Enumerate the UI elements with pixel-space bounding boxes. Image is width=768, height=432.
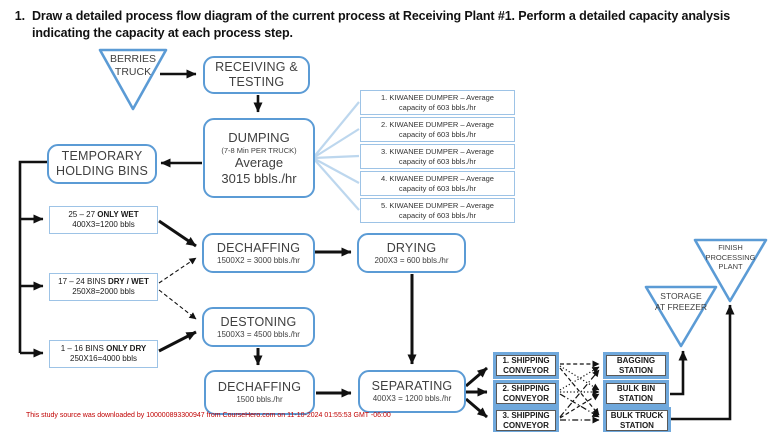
bins-1-16-box: 1 – 16 BINS ONLY DRY 250X16=4000 bbls [49,340,158,368]
optional-bin-routes [158,257,197,320]
berries-truck-label: BERRIES TRUCK [109,53,157,78]
finish-plant-triangle [693,238,768,303]
receiving-testing-box: RECEIVING & TESTING [203,56,310,94]
bulk-bin-station: BULK BIN STATION [606,383,666,404]
question-title: 1. Draw a detailed process flow diagram … [12,8,760,42]
kiwanee-dumper-2: 2. KIWANEE DUMPER – Average capacity of … [360,117,515,142]
bagging-station: BAGGING STATION [606,355,666,376]
storage-freezer-triangle [644,285,718,348]
kiwanee-dumper-5: 5. KIWANEE DUMPER – Average capacity of … [360,198,515,223]
question-number: 1. [14,9,25,23]
destoning-box: DESTONING 1500X3 = 4500 bbls./hr [202,307,315,347]
drying-box: DRYING 200X3 = 600 bbls./hr [357,233,466,273]
dechaffing-1-box: DECHAFFING 1500X2 = 3000 bbls./hr [202,233,315,273]
download-attribution-text: This study source was downloaded by 1000… [26,412,391,419]
shipping-conveyor-2: 2. SHIPPING CONVEYOR [496,383,556,404]
kiwanee-dumper-1: 1. KIWANEE DUMPER – Average capacity of … [360,90,515,115]
dumping-box: DUMPING (7-8 Min PER TRUCK) Average 3015… [203,118,315,198]
station-output-arrows [670,304,735,421]
berries-truck-triangle [98,48,168,111]
kiwanee-dumper-3: 3. KIWANEE DUMPER – Average capacity of … [360,144,515,169]
dechaffing-2-box: DECHAFFING 1500 bbls./hr [204,370,315,415]
kiwanee-dumper-4: 4. KIWANEE DUMPER – Average capacity of … [360,171,515,196]
temporary-holding-bins-box: TEMPORARY HOLDING BINS [47,144,157,184]
dumping-to-kiwanee-fan [312,101,360,211]
question-line-1: Draw a detailed process flow diagram of … [32,9,731,23]
process-flow-arrows [158,219,488,419]
shipping-conveyor-3: 3. SHIPPING CONVEYOR [496,410,556,431]
bulk-truck-station: BULK TRUCK STATION [606,410,668,431]
finish-plant-label: FINISH PROCESSING PLANT [705,243,756,271]
shipping-conveyor-1: 1. SHIPPING CONVEYOR [496,355,556,376]
bins-25-27-box: 25 – 27 ONLY WET 400X3=1200 bbls [49,206,158,234]
separating-box: SEPARATING 400X3 = 1200 bbls./hr [358,370,466,413]
storage-freezer-label: STORAGE AT FREEZER [654,291,708,312]
question-line-2: indicating the capacity at each process … [32,26,293,40]
main-flow-arrows [18,69,263,358]
bins-17-24-box: 17 – 24 BINS DRY / WET 250X8=2000 bbls [49,273,158,301]
conveyor-station-mesh [559,360,600,424]
